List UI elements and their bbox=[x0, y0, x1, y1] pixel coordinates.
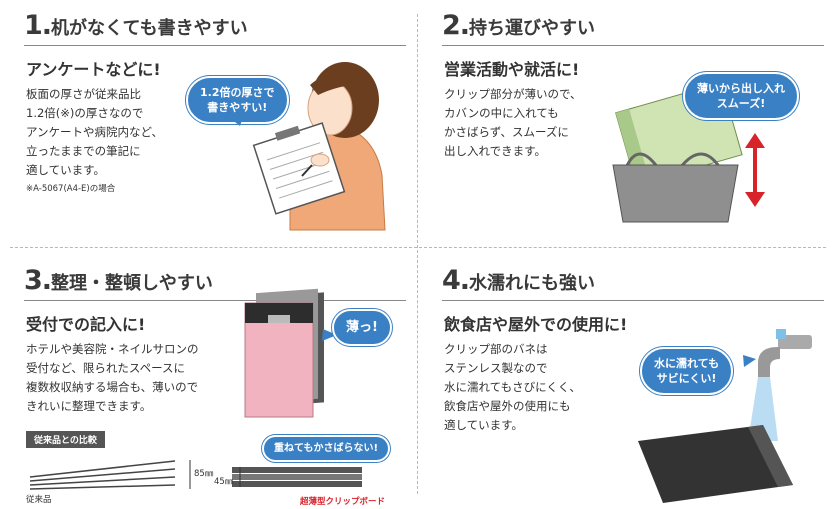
section-subtitle: アンケートなどに! bbox=[26, 60, 161, 79]
section-heading: 1. 机がなくても書きやすい bbox=[24, 10, 248, 41]
bubble-line: 薄っ! bbox=[346, 320, 378, 335]
body-line: 複数枚収納する場合も、薄いので bbox=[26, 380, 199, 394]
comparison-label: 従来品との比較 bbox=[26, 431, 105, 448]
dimension-label-left: 85㎜ bbox=[194, 469, 214, 479]
section-body: ホテルや美容院・ネイルサロンの 受付など、限られたスペースに 複数枚収納する場合… bbox=[26, 340, 199, 416]
speech-bubble-stack: 重ねてもかさばらない! bbox=[262, 435, 391, 462]
heading-rule bbox=[442, 300, 824, 301]
faucet-and-board-illustration bbox=[638, 329, 812, 503]
section-easy-to-carry: 2. 持ち運びやすい 営業活動や就活に! クリップ部分が薄いので、 カバンの中に… bbox=[418, 0, 836, 254]
conventional-product-label: 従来品 bbox=[26, 495, 52, 505]
body-line: ホテルや美容院・ネイルサロンの bbox=[26, 342, 199, 356]
body-line: カバンの中に入れても bbox=[444, 106, 559, 120]
section-heading: 2. 持ち運びやすい bbox=[442, 10, 596, 41]
section-number: 3. bbox=[24, 265, 52, 296]
footnote: ※A-5067(A4-E)の場合 bbox=[26, 184, 116, 194]
body-line: 出し入れできます。 bbox=[444, 144, 547, 158]
body-line: 立ったままでの筆記に bbox=[26, 144, 141, 158]
bubble-line: 書きやすい! bbox=[207, 101, 268, 114]
section-heading: 3. 整理・整頓しやすい bbox=[24, 265, 213, 296]
body-line: 適しています。 bbox=[444, 418, 524, 432]
speech-bubble: 水に濡れても サビにくい! bbox=[640, 347, 734, 395]
speech-bubble: 薄いから出し入れ スムーズ! bbox=[683, 72, 799, 120]
speech-bubble: 1.2倍の厚さで 書きやすい! bbox=[186, 76, 289, 124]
bag-with-clipboard-illustration bbox=[612, 81, 765, 223]
bubble-line: スムーズ! bbox=[716, 97, 766, 110]
vertical-divider bbox=[417, 14, 418, 494]
woman-writing-illustration bbox=[230, 62, 386, 231]
section-body: クリップ部のバネは ステンレス製なので 水に濡れてもさびにくく、 飲食店や屋外の… bbox=[444, 340, 581, 435]
section-body: 板面の厚さが従来品比 1.2倍(※)の厚さなので アンケートや病院内など、 立っ… bbox=[26, 85, 163, 199]
body-line: ステンレス製なので bbox=[444, 361, 548, 375]
bubble-line: 1.2倍の厚さで bbox=[200, 86, 275, 99]
body-line: かさばらず、スムーズに bbox=[444, 125, 569, 139]
section-number: 2. bbox=[442, 10, 470, 41]
body-line: 板面の厚さが従来品比 bbox=[26, 87, 141, 101]
section-title: 水濡れにも強い bbox=[469, 273, 596, 294]
bubble-line: 水に濡れても bbox=[654, 357, 720, 370]
section-subtitle: 飲食店や屋外での使用に! bbox=[444, 315, 628, 334]
section-subtitle: 受付での記入に! bbox=[26, 315, 146, 334]
body-line: アンケートや病院内など、 bbox=[26, 125, 163, 139]
stacked-boards-illustration bbox=[29, 288, 362, 490]
body-line: 受付など、限られたスペースに bbox=[26, 361, 186, 375]
section-title: 整理・整頓しやすい bbox=[51, 273, 213, 294]
body-line: 1.2倍(※)の厚さなので bbox=[26, 106, 144, 120]
horizontal-divider bbox=[10, 247, 826, 248]
section-subtitle: 営業活動や就活に! bbox=[444, 60, 580, 79]
body-line: 適しています。 bbox=[26, 163, 106, 177]
body-line: きれいに整理できます。 bbox=[26, 399, 152, 413]
section-easy-to-organize: 3. 整理・整頓しやすい 受付での記入に! ホテルや美容院・ネイルサロンの 受付… bbox=[0, 255, 418, 509]
section-writable-without-desk: 1. 机がなくても書きやすい アンケートなどに! 板面の厚さが従来品比 1.2倍… bbox=[0, 0, 418, 254]
section-number: 4. bbox=[442, 265, 470, 296]
section-title: 持ち運びやすい bbox=[469, 18, 596, 39]
heading-rule bbox=[24, 45, 406, 46]
speech-bubble: 薄っ! bbox=[332, 309, 392, 346]
section-heading: 4. 水濡れにも強い bbox=[442, 265, 596, 296]
dimension-label-right: 45㎜ bbox=[214, 477, 234, 487]
body-line: 水に濡れてもさびにくく、 bbox=[444, 380, 581, 394]
bubble-line: 薄いから出し入れ bbox=[697, 82, 785, 95]
heading-rule bbox=[24, 300, 406, 301]
section-title: 机がなくても書きやすい bbox=[51, 18, 248, 39]
ultra-thin-product-label: 超薄型クリップボード bbox=[300, 497, 386, 507]
body-line: 飲食店や屋外の使用にも bbox=[444, 399, 571, 413]
section-water-resistant: 4. 水濡れにも強い 飲食店や屋外での使用に! クリップ部のバネは ステンレス製… bbox=[418, 255, 836, 509]
body-line: クリップ部分が薄いので、 bbox=[444, 87, 582, 101]
body-line: クリップ部のバネは bbox=[444, 342, 548, 356]
heading-rule bbox=[442, 45, 824, 46]
bubble-line: サビにくい! bbox=[656, 372, 717, 385]
section-number: 1. bbox=[24, 10, 52, 41]
section-body: クリップ部分が薄いので、 カバンの中に入れても かさばらず、スムーズに 出し入れ… bbox=[444, 85, 582, 161]
